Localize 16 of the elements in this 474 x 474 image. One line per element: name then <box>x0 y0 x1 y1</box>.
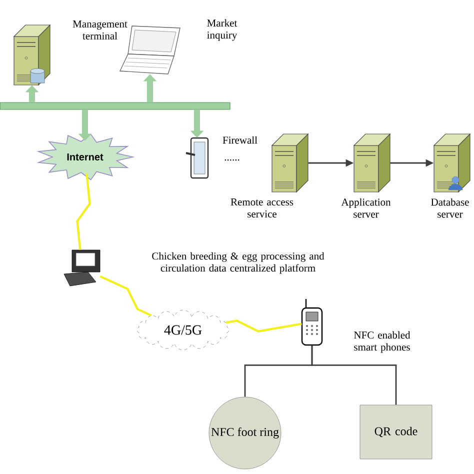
node-caption: Firewall <box>222 136 258 144</box>
node-caption: NFC enabled smart phones <box>354 331 410 353</box>
connector <box>100 275 152 316</box>
node-caption: Remote access service <box>230 198 294 218</box>
computer-drawing <box>64 250 100 286</box>
node-caption: Database server <box>431 198 469 218</box>
connector <box>76 173 91 250</box>
bus-bar <box>0 102 230 110</box>
node-caption: Market inquiry <box>207 19 238 41</box>
box: QR code <box>360 404 432 460</box>
text-label: Chicken breeding & egg processing and circulation data centralized platform <box>152 252 324 274</box>
dotted-label: ...... <box>224 159 240 161</box>
connector <box>311 345 397 405</box>
connector <box>226 320 302 332</box>
node-caption: Application server <box>341 198 391 218</box>
text-label: Management terminal <box>72 20 128 40</box>
